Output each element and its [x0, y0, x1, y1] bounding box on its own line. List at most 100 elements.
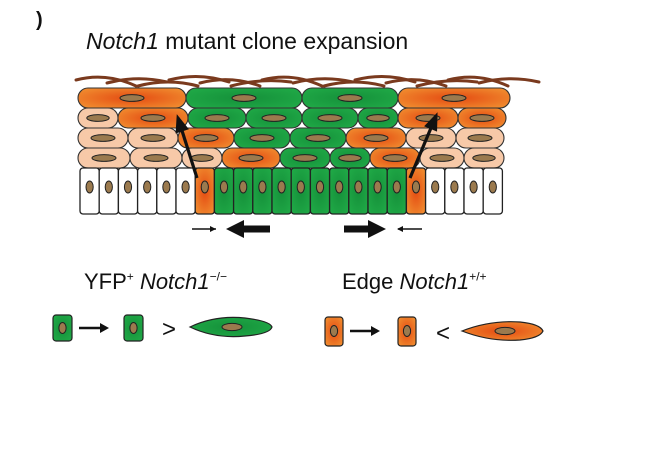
basal-cell [175, 167, 196, 215]
basal-cell [79, 167, 100, 215]
edge-cell [397, 87, 511, 109]
nucleus [204, 114, 230, 122]
wildtype-cell [129, 147, 183, 169]
nucleus [429, 154, 455, 162]
thick-arrow-left [226, 220, 270, 238]
epithelium-tissue [74, 75, 541, 215]
nucleus [335, 180, 344, 194]
wildtype-cell [419, 147, 465, 169]
greater-than-symbol: > [162, 316, 176, 343]
label-prefix: Edge [342, 269, 400, 294]
nucleus [143, 180, 152, 194]
differentiation-arrow [408, 112, 438, 179]
nucleus [329, 325, 339, 337]
nucleus [239, 180, 248, 194]
nucleus [292, 154, 318, 162]
label-prefix: YFP [84, 269, 127, 294]
mutant-cell [185, 87, 303, 109]
keratin-layer [74, 75, 541, 88]
wildtype-cell [77, 127, 129, 149]
label-gene-sup: +/+ [469, 269, 487, 284]
title-gene: Notch1 [86, 28, 159, 54]
nucleus [258, 180, 267, 194]
label-gene-sup: −/− [209, 269, 228, 284]
edge-cell [457, 107, 507, 129]
nucleus [305, 134, 331, 142]
mutant-cell [187, 107, 247, 129]
label-prefix-sup: + [126, 269, 134, 284]
nucleus [261, 114, 287, 122]
nucleus [85, 180, 94, 194]
mutant-cell [233, 127, 291, 149]
mutant-cell [289, 127, 347, 149]
basal-cell [444, 167, 465, 215]
mutant-cell [301, 87, 399, 109]
wildtype-cell [127, 127, 179, 149]
mutant-cell [309, 167, 331, 215]
nucleus [86, 114, 110, 122]
nucleus [123, 180, 133, 194]
edge-cell [77, 87, 187, 109]
differentiation-arrow [175, 114, 199, 179]
mutant-cell [386, 167, 408, 215]
nucleus [418, 134, 444, 142]
nucleus [58, 322, 67, 334]
edge-cell [177, 127, 235, 149]
nucleus [190, 154, 214, 162]
nucleus [91, 154, 117, 162]
nucleus [373, 180, 382, 194]
edge-cell-fate-legend: < [324, 316, 544, 347]
arrow-right-icon [79, 323, 109, 333]
wildtype-cell [405, 127, 457, 149]
nucleus [193, 134, 219, 142]
edge-cell [405, 167, 427, 215]
nucleus [140, 114, 166, 122]
mutant-cell [245, 107, 303, 129]
nucleus [90, 134, 116, 142]
less-than-symbol: < [436, 320, 450, 347]
nucleus [162, 180, 171, 194]
basal-cell [156, 167, 177, 215]
nucleus [238, 154, 264, 162]
basal-cell [463, 167, 484, 215]
basal-cell [482, 167, 504, 215]
label-gene: Notch1 [399, 269, 470, 294]
nucleus [450, 180, 459, 194]
nucleus [315, 180, 325, 194]
thick-arrow-right [344, 220, 386, 238]
wildtype-cell [455, 127, 505, 149]
nucleus [277, 180, 286, 194]
nucleus [472, 154, 496, 162]
edge-cell [221, 147, 281, 169]
nucleus [143, 154, 169, 162]
nucleus [104, 180, 113, 194]
thin-arrow-right-left [192, 226, 216, 232]
mutant-cell [271, 167, 292, 215]
mutant-cell [357, 107, 399, 129]
nucleus [366, 114, 390, 122]
basal-cell [98, 167, 120, 215]
nucleus [129, 322, 138, 334]
mutant-cell [290, 167, 312, 215]
wildtype-cell [463, 147, 505, 169]
wildtype-cell [77, 147, 131, 169]
mutant-cell [348, 167, 369, 215]
nucleus [181, 180, 190, 194]
nucleus [354, 180, 363, 194]
nucleus [469, 180, 478, 194]
mutant-clone-label: YFP+ Notch1−/− [84, 269, 228, 294]
basal-cell [117, 167, 139, 215]
mutant-cell [252, 167, 273, 215]
edge-cell [369, 147, 421, 169]
nucleus [296, 180, 305, 194]
nucleus [402, 325, 412, 337]
edge-cell [194, 167, 216, 215]
edge-cell [345, 127, 407, 149]
edge-cells-label: Edge Notch1+/+ [342, 269, 487, 294]
mutant-cell [367, 167, 388, 215]
thin-arrow-left-right [397, 226, 422, 232]
page-title: Notch1 mutant clone expansion [86, 28, 409, 54]
title-rest: mutant clone expansion [158, 28, 409, 54]
nucleus [219, 180, 229, 194]
